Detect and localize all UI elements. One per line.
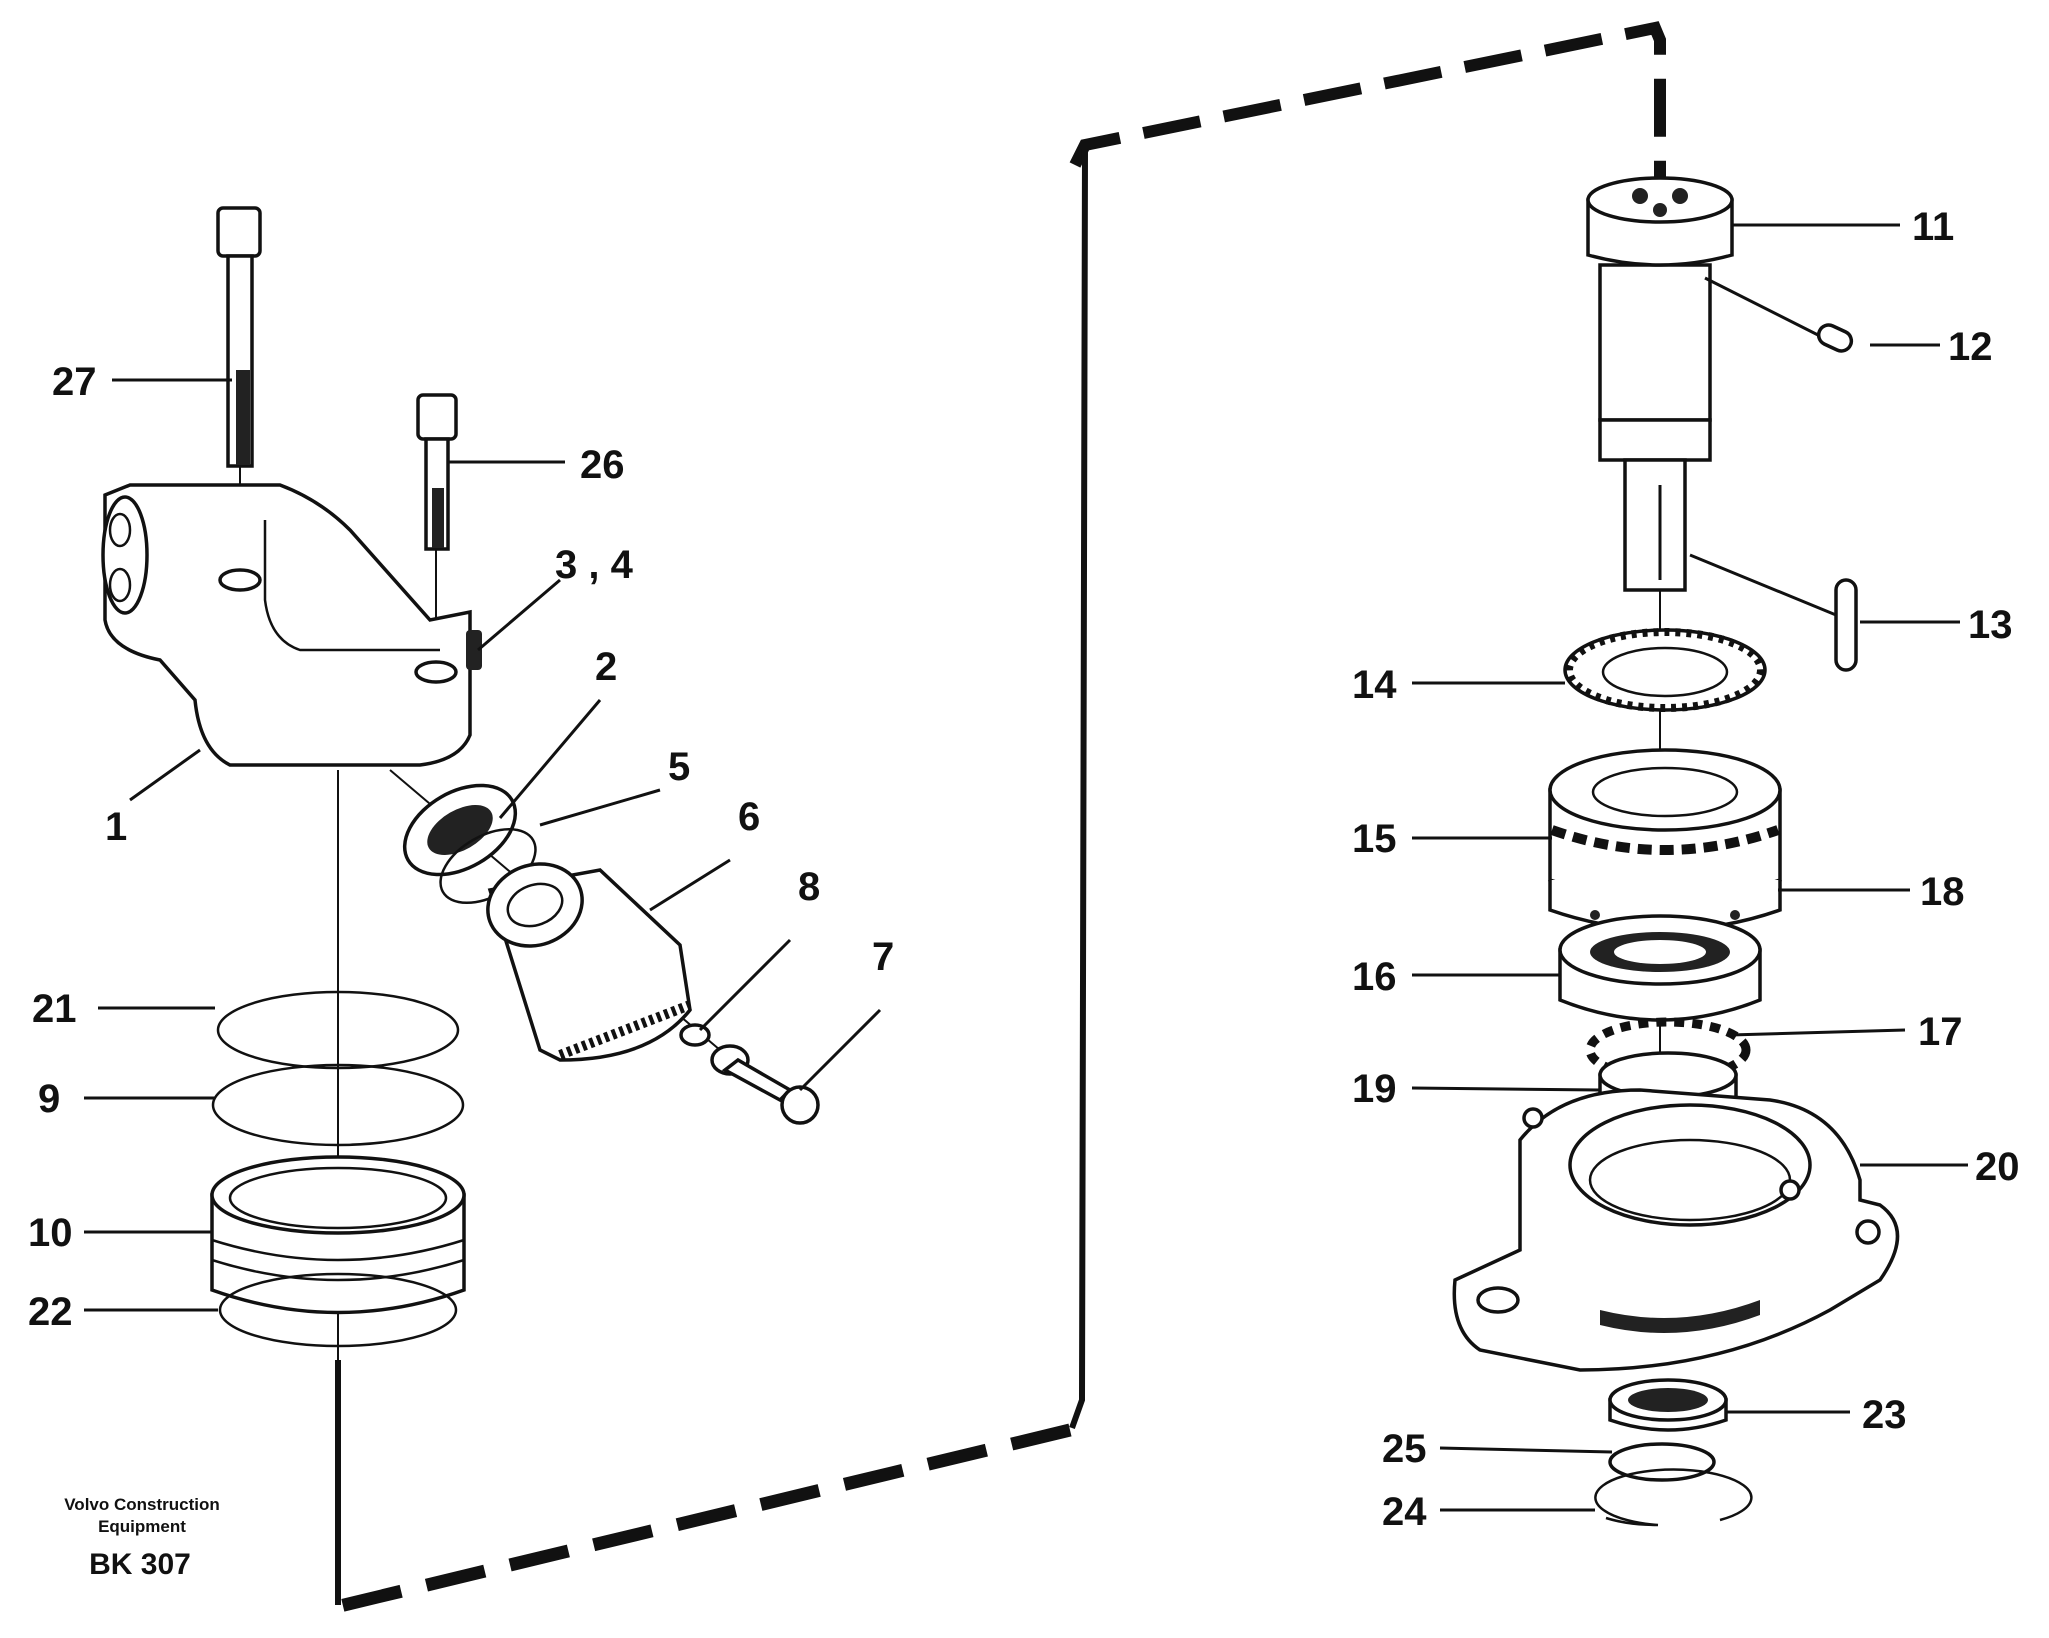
leader-lines [84,223,1968,1512]
label-7: 7 [872,935,894,979]
label-18: 18 [1920,870,1965,914]
label-9: 9 [38,1077,60,1121]
ring-gear-14 [1563,628,1767,712]
label-5: 5 [668,745,690,789]
label-1: 1 [105,805,127,849]
seal-ring-21 [216,990,460,1070]
label-12: 12 [1948,325,1993,369]
shaft-11 [1586,176,1734,592]
label-26: 26 [580,443,625,487]
pin-12 [1816,323,1854,353]
ring-9 [211,1063,465,1147]
label-15: 15 [1352,817,1397,861]
label-3-4: 3 , 4 [555,543,634,587]
seal-23 [1608,1378,1728,1432]
ring-22 [218,1272,458,1348]
housing-1 [101,483,482,767]
label-13: 13 [1968,603,2013,647]
lock-washer-17 [1585,1017,1751,1083]
label-22: 22 [28,1290,73,1334]
label-17: 17 [1918,1010,1963,1054]
bevel-gear-6 [486,862,692,1062]
housing-20 [1452,1088,1900,1372]
washer-8 [679,1023,711,1047]
label-27: 27 [52,360,97,404]
brand-line-2: Equipment [98,1517,186,1536]
bearing-15 [1548,748,1782,902]
circlip-24 [1594,1468,1753,1527]
diagram-code: BK 307 [89,1548,191,1581]
piston-10 [210,1155,466,1315]
brand-line-1: Volvo Construction [64,1495,220,1514]
label-10: 10 [28,1211,73,1255]
bolt-26 [416,393,458,551]
pin-13 [1834,578,1858,672]
dashed-connection-line [335,21,1666,1613]
plate-2 [402,783,518,877]
label-23: 23 [1862,1393,1907,1437]
bolt-27 [216,206,262,468]
label-21: 21 [32,987,77,1031]
label-11: 11 [1912,205,1954,249]
label-14: 14 [1352,663,1397,707]
label-16: 16 [1352,955,1397,999]
label-8: 8 [798,865,820,909]
label-6: 6 [738,795,760,839]
label-25: 25 [1382,1427,1427,1471]
label-24: 24 [1382,1490,1427,1534]
label-2: 2 [595,645,617,689]
pin-7 [710,1044,820,1125]
label-19: 19 [1352,1067,1397,1111]
bearing-16 [1558,914,1762,1022]
label-20: 20 [1975,1145,2020,1189]
